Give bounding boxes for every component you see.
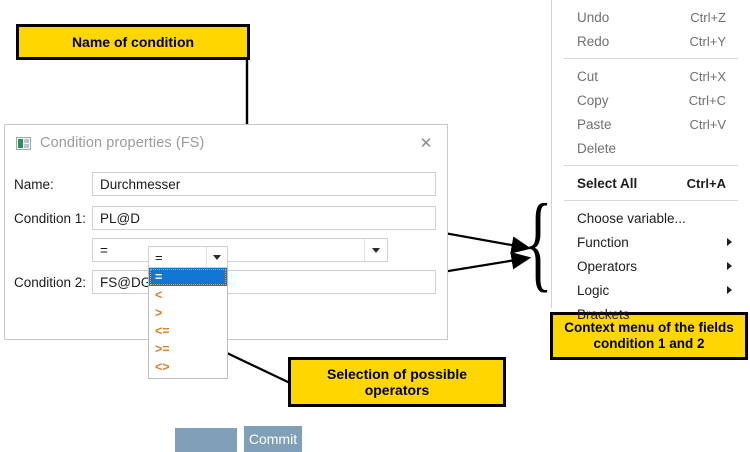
menu-item-brackets[interactable]: Brackets — [552, 302, 750, 326]
chevron-down-icon[interactable] — [206, 247, 227, 267]
menu-item-label: Choose variable... — [577, 210, 686, 226]
operator-option[interactable]: < — [155, 288, 163, 302]
chevron-down-icon[interactable] — [364, 239, 387, 261]
operator-select-open[interactable]: = — [148, 246, 228, 268]
chevron-right-icon — [727, 238, 732, 246]
menu-item-copy[interactable]: Copy Ctrl+C — [552, 88, 750, 112]
name-label: Name: — [14, 176, 54, 192]
operator-options-list[interactable]: =<><=>=<> — [148, 268, 228, 379]
menu-item-label: Select All — [577, 175, 638, 191]
menu-item-label: Operators — [577, 258, 638, 274]
menu-item-operators[interactable]: Operators — [552, 254, 750, 278]
menu-item-label: Cut — [577, 68, 599, 84]
callout-name-of-condition: Name of condition — [16, 24, 250, 60]
menu-separator — [564, 58, 738, 59]
menu-item-label: Copy — [577, 92, 609, 108]
context-menu[interactable]: Undo Ctrl+Z Redo Ctrl+Y Cut Ctrl+X Copy Ctrl+C P… — [551, 0, 750, 322]
menu-item-label: Undo — [577, 9, 610, 25]
secondary-button[interactable] — [175, 428, 237, 452]
dialog-title: Condition properties (FS) — [40, 135, 205, 151]
menu-item-label: Brackets — [577, 306, 630, 322]
operator-select-wide-value: = — [100, 242, 108, 258]
callout-context-menu-note: Context menu of the fields condition 1 a… — [550, 312, 748, 360]
menu-item-label: Logic — [577, 282, 610, 298]
menu-item-function[interactable]: Function — [552, 230, 750, 254]
dialog-title-bar: Condition properties (FS) — [5, 125, 447, 161]
screenshot-root: { Name of condition Selection of possibl… — [4, 0, 750, 452]
menu-item-select-all[interactable]: Select All Ctrl+A — [552, 171, 750, 195]
menu-separator — [564, 165, 738, 166]
menu-item-shortcut: Ctrl+V — [689, 116, 726, 132]
menu-separator — [564, 200, 738, 201]
operator-option[interactable]: = — [149, 268, 227, 286]
field-row-condition-1: Condition 1: PL@D — [14, 206, 436, 230]
menu-item-label: Function — [577, 234, 629, 250]
name-input[interactable]: Durchmesser — [92, 172, 436, 196]
chevron-right-icon — [727, 262, 732, 270]
operator-option[interactable]: <= — [155, 324, 170, 338]
condition-2-label: Condition 2: — [14, 274, 87, 290]
operator-option[interactable]: <> — [155, 360, 170, 374]
operator-select-wide[interactable]: = — [92, 238, 388, 262]
close-icon[interactable]: ✕ — [419, 134, 433, 152]
menu-item-delete[interactable]: Delete — [552, 136, 750, 160]
brace-bracket: { — [524, 183, 553, 302]
operator-option[interactable]: >= — [155, 342, 170, 356]
menu-item-cut[interactable]: Cut Ctrl+X — [552, 64, 750, 88]
menu-item-shortcut: Ctrl+A — [686, 175, 726, 191]
window-app-icon — [16, 136, 31, 150]
field-row-name: Name: Durchmesser — [14, 172, 436, 196]
menu-item-logic[interactable]: Logic — [552, 278, 750, 302]
menu-item-shortcut: Ctrl+Z — [690, 9, 726, 25]
operator-select-open-value: = — [155, 249, 163, 265]
menu-item-label: Paste — [577, 116, 612, 132]
condition-1-input[interactable]: PL@D — [92, 206, 436, 230]
chevron-right-icon — [727, 286, 732, 294]
menu-item-shortcut: Ctrl+Y — [689, 33, 726, 49]
menu-item-shortcut: Ctrl+C — [688, 92, 726, 108]
callout-selection-of-operators: Selection of possible operators — [288, 357, 506, 407]
menu-item-choose-variable[interactable]: Choose variable... — [552, 206, 750, 230]
condition-2-input[interactable]: FS@DG — [92, 270, 436, 294]
menu-item-paste[interactable]: Paste Ctrl+V — [552, 112, 750, 136]
menu-item-redo[interactable]: Redo Ctrl+Y — [552, 29, 750, 53]
menu-item-label: Redo — [577, 33, 610, 49]
menu-item-shortcut: Ctrl+X — [689, 68, 726, 84]
commit-button[interactable]: Commit — [244, 426, 302, 452]
menu-item-undo[interactable]: Undo Ctrl+Z — [552, 5, 750, 29]
operator-option[interactable]: > — [155, 306, 163, 320]
condition-1-label: Condition 1: — [14, 210, 87, 226]
menu-item-label: Delete — [577, 140, 617, 156]
